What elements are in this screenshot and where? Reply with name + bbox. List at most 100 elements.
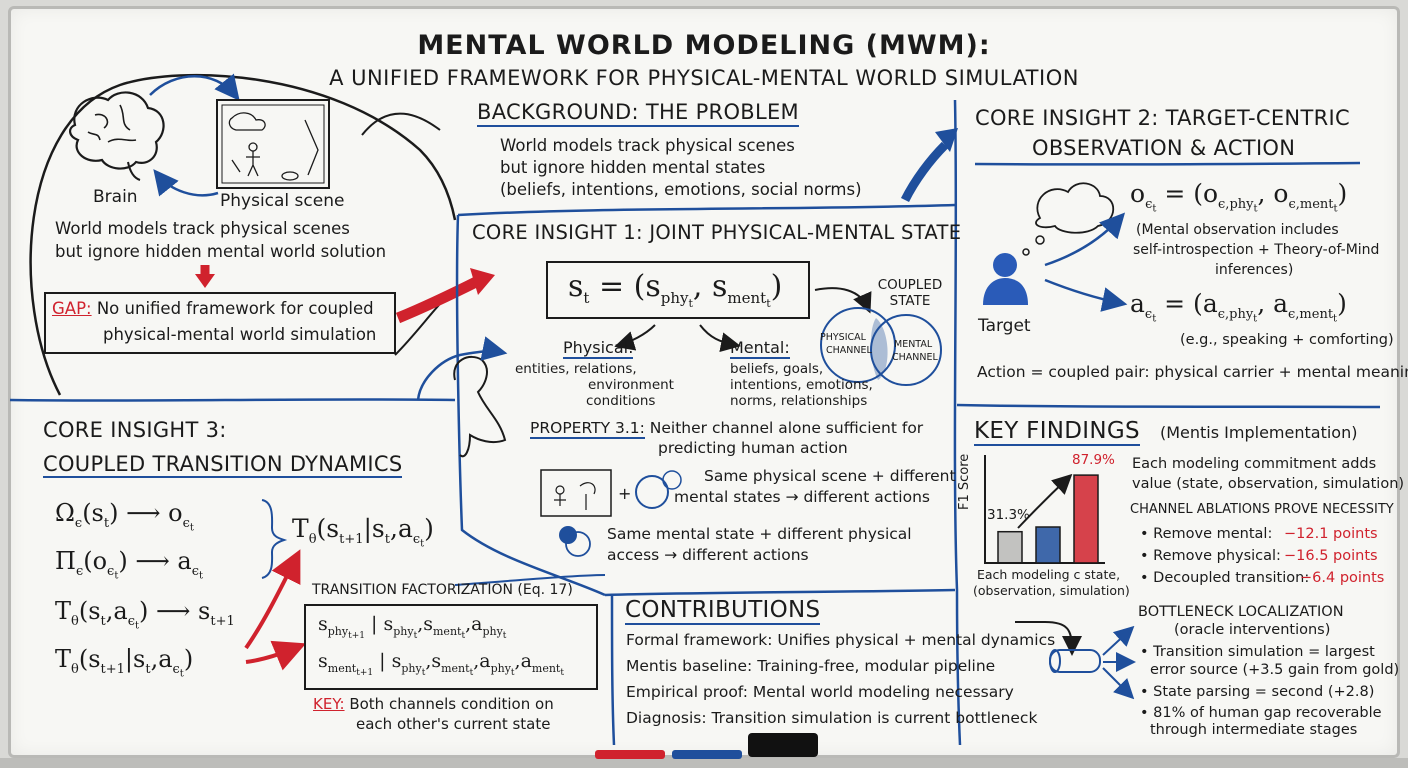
page-title: MENTAL WORLD MODELING (MWM): <box>417 30 991 61</box>
target-label: Target <box>978 316 1031 336</box>
target-body-icon <box>983 278 1028 305</box>
gap-box <box>44 292 396 354</box>
example1-line1: Same physical scene + different <box>704 467 956 485</box>
observation-note-1: (Mental observation includes <box>1136 222 1339 238</box>
contrib-left-line <box>610 594 616 746</box>
insight2-heading-line2: OBSERVATION & ACTION <box>1032 136 1296 160</box>
gap-key: GAP: <box>52 299 92 318</box>
insight1-left-line <box>455 214 606 597</box>
insight1-bottom-line <box>604 588 956 597</box>
physical-line1: entities, relations, <box>515 361 637 377</box>
chart-bar-1 <box>997 530 1023 564</box>
venn-overlap <box>870 318 888 380</box>
brain-to-scene-arrow <box>149 73 240 101</box>
red-marker[interactable] <box>595 750 665 759</box>
chart-value-label-1: 31.3% <box>987 507 1030 523</box>
state-formula-box <box>546 261 810 319</box>
property-key: PROPERTY 3.1: <box>530 419 645 439</box>
whiteboard <box>8 6 1400 758</box>
ablations-heading: CHANNEL ABLATIONS PROVE NECESSITY <box>1130 502 1394 517</box>
example1-line2: mental states → different actions <box>674 488 930 506</box>
marker-tray <box>0 758 1408 768</box>
page-subtitle: A UNIFIED FRAMEWORK FOR PHYSICAL-MENTAL … <box>329 66 1079 90</box>
gap-text-1: No unified framework for coupled <box>96 299 374 318</box>
chart-xlabel-1: Each modeling c state, <box>977 567 1121 582</box>
chart-bars-group <box>997 474 1099 564</box>
to-transition-red-arrow <box>244 549 301 650</box>
observation-note-2: self-introspection + Theory-of-Mind <box>1133 242 1380 258</box>
sketch-lines <box>554 482 596 510</box>
insight2-underline <box>974 161 1361 166</box>
connector-line <box>361 112 441 136</box>
chart-ylabel: F1 Score <box>957 453 972 510</box>
bottleneck-heading: BOTTLENECK LOCALIZATION <box>1138 604 1344 620</box>
chart-xlabel-2: (observation, simulation) <box>973 583 1130 598</box>
background-line1: World models track physical scenes <box>500 136 795 155</box>
ablation-label-3: • Decoupled transition: <box>1140 570 1310 586</box>
down-red-arrow-head <box>195 274 215 288</box>
key-line1: KEY: Both channels condition on <box>313 695 554 713</box>
plus-sign: + <box>618 484 632 503</box>
head-silhouette <box>453 355 507 458</box>
to-coupled-arrow <box>814 287 872 314</box>
insight2-heading-line1: CORE INSIGHT 2: TARGET-CENTRIC <box>975 106 1350 130</box>
background-line3: (beliefs, intentions, emotions, social n… <box>500 180 862 199</box>
contributions-heading: CONTRIBUTIONS <box>625 597 821 626</box>
insight1-top-line <box>457 203 956 217</box>
bottleneck-arrow-1 <box>1102 625 1135 656</box>
venn-physical-label-2: CHANNEL <box>826 345 872 356</box>
findings-heading-note: (Mentis Implementation) <box>1160 423 1358 442</box>
gap-line1: GAP: No unified framework for coupled <box>52 299 374 319</box>
example2-line1: Same mental state + different physical <box>607 525 912 543</box>
bottleneck-arrow-3 <box>1102 667 1135 700</box>
ablation-value-3: −6.4 points <box>1300 570 1385 586</box>
ablation-value-1: −12.1 points <box>1284 526 1378 542</box>
to-action-arrow <box>1044 278 1128 312</box>
key-label: KEY: <box>313 695 345 713</box>
intro-text-line1: World models track physical scenes <box>55 219 350 238</box>
findings-value-line2: value (state, observation, simulation) <box>1132 476 1405 492</box>
thought-dot-2 <box>1022 248 1030 256</box>
factor-physical-formula: sphyt+1 | sphyt,smentt,aphyt <box>318 613 507 641</box>
venn-mental-label-1: MENTAL <box>894 339 933 350</box>
findings-value-line1: Each modeling commitment adds <box>1132 456 1377 472</box>
mental-state-dot <box>559 526 577 544</box>
venn-mental-circle <box>870 314 942 386</box>
property-line2: predicting human action <box>658 439 848 457</box>
eraser[interactable] <box>748 733 818 757</box>
key-line2: each other's current state <box>356 715 551 733</box>
head-arrow <box>416 336 508 401</box>
to-physical-arrow <box>614 324 656 351</box>
chart-axes <box>984 455 1105 564</box>
pipeline-arrow <box>1015 621 1082 656</box>
property-text-1: Neither channel alone sufficient for <box>649 419 924 437</box>
physical-scene-label: Physical scene <box>220 191 345 211</box>
pipeline-cylinder-end <box>1049 649 1061 673</box>
factor-connector <box>454 574 606 586</box>
center-divider-line <box>953 99 962 746</box>
coupled-state-label-1: COUPLED <box>877 277 943 293</box>
to-observation-arrow <box>1044 212 1126 267</box>
example-face-sketch <box>635 475 669 509</box>
gap-arrow-head <box>470 268 495 295</box>
transition-main-formula: Tθ(st+1|st,aϵt) <box>292 514 434 550</box>
bottleneck-item-4: • 81% of human gap recoverable <box>1140 705 1382 721</box>
venn-mental-label-2: CHANNEL <box>892 352 938 363</box>
state-formula: st = (sphyt, smentt) <box>568 269 783 310</box>
blue-marker[interactable] <box>672 750 742 759</box>
factorization-box <box>304 604 598 690</box>
thought-cloud-icon <box>1035 182 1115 234</box>
intro-text-line2: but ignore hidden mental world solution <box>55 242 387 261</box>
mental-line2: intentions, emotions, <box>730 377 873 393</box>
example2-line2: access → different actions <box>607 546 809 564</box>
contribution-item-3: Empirical proof: Mental world modeling n… <box>626 683 1014 701</box>
policy-fn-formula: Πϵ(oϵt) ⟶ aϵt <box>55 547 203 582</box>
bottleneck-subheading: (oracle interventions) <box>1174 622 1331 638</box>
mental-state-ring <box>565 531 591 557</box>
physical-line2: environment <box>588 377 674 393</box>
transition-fn-formula: Tθ(st,aϵt) ⟶ st+1 <box>55 597 235 632</box>
action-coupled-line: Action = coupled pair: physical carrier … <box>977 363 1408 381</box>
